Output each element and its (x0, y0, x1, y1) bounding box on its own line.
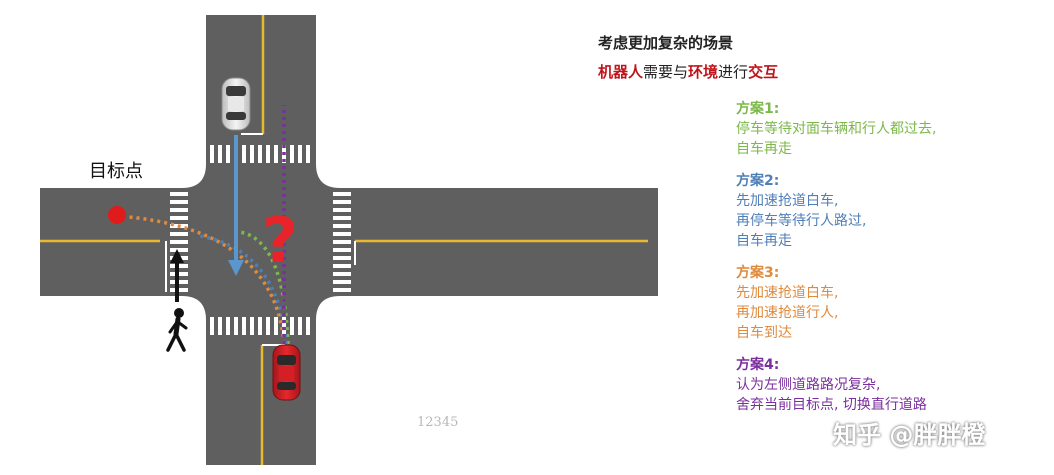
plan-line: 再加速抢道行人, (736, 305, 839, 321)
page-subtitle: 机器人需要与环境进行交互 (598, 61, 778, 82)
plan2-path-blue (199, 234, 288, 345)
oncoming-white-car (221, 77, 251, 131)
plan-line: 先加速抢道白车, (736, 193, 839, 209)
subtitle-do: 进行 (718, 63, 749, 81)
pedestrian-icon (166, 308, 188, 352)
plan-heading: 方案3: (736, 265, 780, 281)
plan-4: 方案4: 认为左侧道路路况复杂, 舍弃当前目标点, 切换直行道路 (736, 355, 927, 415)
question-mark-icon: ? (262, 204, 298, 277)
crosswalk-east (333, 192, 351, 292)
subtitle-environment: 环境 (688, 63, 719, 81)
plan-heading: 方案1: (736, 101, 780, 117)
ego-red-car (272, 344, 301, 401)
plan-line: 自车到达 (736, 325, 792, 341)
subtitle-needs: 需要与 (643, 63, 689, 81)
page-title: 考虑更加复杂的场景 (598, 34, 734, 52)
plan-line: 认为左侧道路路况复杂, (736, 377, 881, 393)
plan-3: 方案3: 先加速抢道白车, 再加速抢道行人, 自车到达 (736, 263, 838, 343)
image-stamp: 12345 (417, 415, 459, 430)
plan-2: 方案2: 先加速抢道白车, 再停车等待行人路过, 自车再走 (736, 171, 866, 251)
plan-line: 自车再走 (736, 233, 792, 249)
target-point-label: 目标点 (89, 161, 143, 182)
crosswalk-south (210, 317, 310, 335)
plan-1: 方案1: 停车等待对面车辆和行人都过去, 自车再走 (736, 99, 936, 159)
subtitle-robot: 机器人 (598, 63, 644, 81)
plan-line: 停车等待对面车辆和行人都过去, (736, 121, 937, 137)
plan-line: 自车再走 (736, 141, 792, 157)
plan-line: 先加速抢道白车, (736, 285, 839, 301)
intersection-scene: ? (40, 15, 658, 465)
plan-heading: 方案4: (736, 357, 780, 373)
plan-line: 舍弃当前目标点, 切换直行道路 (736, 397, 927, 413)
plan-line: 再停车等待行人路过, (736, 213, 867, 229)
watermark: 知乎 @胖胖橙 (833, 421, 986, 449)
plan-heading: 方案2: (736, 173, 780, 189)
plan1-path-green (239, 230, 290, 345)
target-point (108, 206, 126, 224)
subtitle-interaction: 交互 (748, 63, 779, 81)
